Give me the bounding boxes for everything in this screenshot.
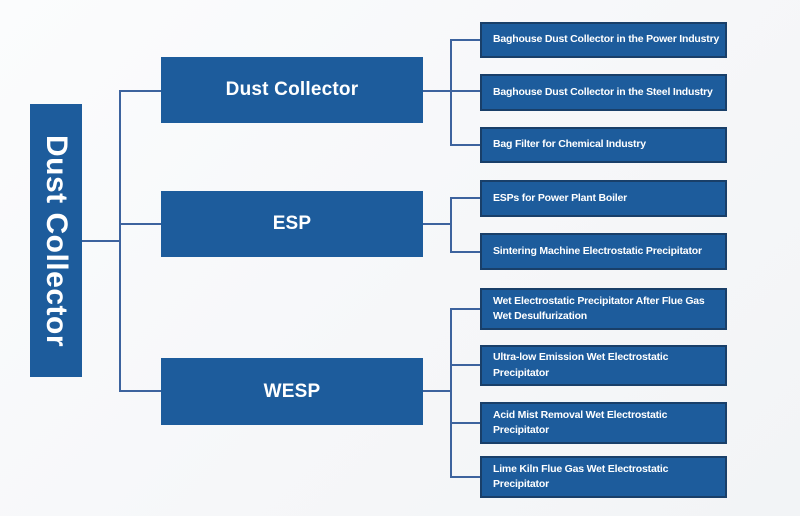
connector-line [82,240,120,242]
branch-node-wesp: WESP [161,358,423,425]
connector-line [121,223,161,225]
connector-line [452,364,480,366]
connector-line [452,251,480,253]
leaf-node-ultra-low-emission-wesp: Ultra-low Emission Wet Electrostatic Pre… [480,345,727,386]
leaf-label-line2: Precipitator [493,424,549,436]
leaf-label-line1: Acid Mist Removal Wet Electrostatic [493,408,668,421]
leaf-label: Baghouse Dust Collector in the Steel Ind… [493,85,713,98]
leaf-node-acid-mist-removal-wesp: Acid Mist Removal Wet Electrostatic Prec… [480,402,727,444]
leaf-label: ESPs for Power Plant Boiler [493,191,628,204]
connector-line [452,422,480,424]
branch-node-dust-collector: Dust Collector [161,57,423,123]
connector-line [450,308,452,478]
connector-line [423,390,452,392]
connector-line [452,144,480,146]
connector-line [119,90,121,392]
connector-line [121,390,161,392]
connector-line [452,476,480,478]
connector-line [452,308,480,310]
leaf-node-lime-kiln-flue-gas-wesp: Lime Kiln Flue Gas Wet Electrostatic Pre… [480,456,727,498]
leaf-label-line2: Wet Desulfurization [493,310,588,322]
root-node-label: Dust Collector [40,134,73,347]
branch-label: ESP [272,213,312,234]
connector-line [450,197,452,253]
leaf-node-baghouse-power-industry: Baghouse Dust Collector in the Power Ind… [480,22,727,58]
connector-line [452,197,480,199]
connector-line [450,39,452,146]
leaf-node-esp-power-plant-boiler: ESPs for Power Plant Boiler [480,180,727,217]
leaf-label-line1: Ultra-low Emission Wet Electrostatic [493,351,669,364]
connector-line [452,39,480,41]
leaf-node-bag-filter-chemical-industry: Bag Filter for Chemical Industry [480,127,727,163]
leaf-node-wesp-after-flue-gas-desulfurization: Wet Electrostatic Precipitator After Flu… [480,288,727,330]
leaf-node-sintering-machine-esp: Sintering Machine Electrostatic Precipit… [480,233,727,270]
connector-line [121,90,161,92]
branch-node-esp: ESP [161,191,423,257]
leaf-label-line1: Wet Electrostatic Precipitator After Flu… [493,294,705,307]
leaf-label: Baghouse Dust Collector in the Power Ind… [493,33,720,46]
leaf-label-line1: Lime Kiln Flue Gas Wet Electrostatic [493,462,669,475]
root-node-dust-collector: Dust Collector [30,104,82,377]
leaf-label-line2: Precipitator [493,366,549,379]
leaf-label: Sintering Machine Electrostatic Precipit… [493,244,702,257]
connector-line [423,223,452,225]
leaf-label-line2: Precipitator [493,478,549,490]
branch-label: Dust Collector [225,79,359,100]
branch-label: WESP [263,380,321,402]
leaf-node-baghouse-steel-industry: Baghouse Dust Collector in the Steel Ind… [480,74,727,111]
leaf-label: Bag Filter for Chemical Industry [493,138,646,151]
